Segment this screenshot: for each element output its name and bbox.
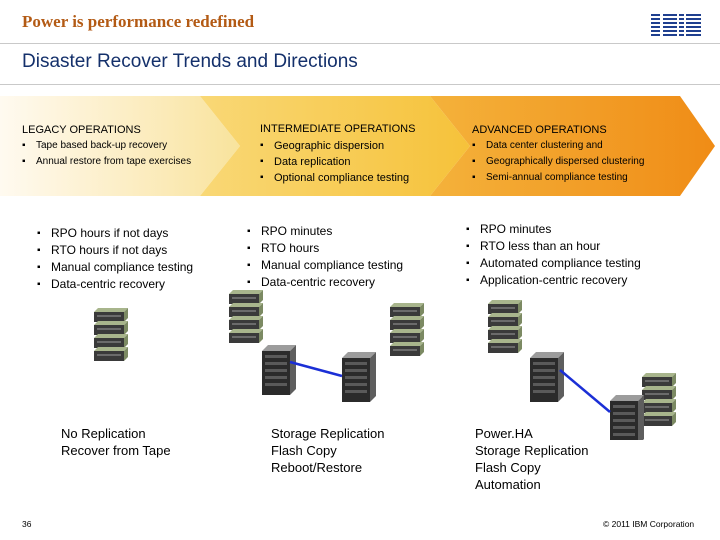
list-item: Data-centric recovery <box>247 274 403 291</box>
list-item: Optional compliance testing <box>260 170 409 186</box>
list-item: Application-centric recovery <box>466 272 641 289</box>
list-item: Annual restore from tape exercises <box>22 154 191 170</box>
tagline: Power is performance redefined <box>22 12 255 31</box>
list-item: RPO minutes <box>247 223 403 240</box>
list-item: Tape based back-up recovery <box>22 138 191 154</box>
list-item: Geographic dispersion <box>260 138 409 154</box>
advanced-items: Data center clustering and Geographicall… <box>472 138 644 186</box>
legacy-heading: LEGACY OPERATIONS <box>22 124 141 136</box>
list-item: Data center clustering and <box>472 138 644 154</box>
server-rack <box>262 345 296 395</box>
intermediate-heading: INTERMEDIATE OPERATIONS <box>260 123 416 135</box>
legacy-caption: No Replication Recover from Tape <box>61 426 171 458</box>
header-rule <box>0 43 720 44</box>
intermediate-metrics: RPO minutes RTO hours Manual compliance … <box>247 223 403 291</box>
list-item: Data-centric recovery <box>37 276 193 293</box>
legacy-items: Tape based back-up recovery Annual resto… <box>22 138 191 170</box>
list-item: Data replication <box>260 154 409 170</box>
server-rack <box>342 352 376 402</box>
list-item: Geographically dispersed clustering <box>472 154 644 170</box>
server-stack <box>642 373 676 426</box>
server-stack <box>94 308 128 361</box>
list-item: Semi-annual compliance testing <box>472 170 644 186</box>
list-item: Automated compliance testing <box>466 255 641 272</box>
server-rack <box>610 395 644 440</box>
slide-title: Disaster Recover Trends and Directions <box>22 51 358 72</box>
intermediate-items: Geographic dispersion Data replication O… <box>260 138 409 186</box>
list-item: RPO minutes <box>466 221 641 238</box>
copyright: © 2011 IBM Corporation <box>603 519 695 529</box>
list-item: RPO hours if not days <box>37 225 193 242</box>
server-rack <box>530 352 564 402</box>
list-item: RTO hours <box>247 240 403 257</box>
ibm-logo <box>651 13 701 37</box>
advanced-metrics: RPO minutes RTO less than an hour Automa… <box>466 221 641 289</box>
legacy-metrics: RPO hours if not days RTO hours if not d… <box>37 225 193 293</box>
list-item: RTO hours if not days <box>37 242 193 259</box>
server-stack <box>488 300 522 353</box>
replication-link <box>289 360 343 378</box>
intermediate-caption: Storage Replication Flash Copy Reboot/Re… <box>271 426 385 475</box>
page-number: 36 <box>22 519 32 529</box>
server-stack <box>390 303 424 356</box>
replication-link <box>559 369 611 413</box>
list-item: Manual compliance testing <box>37 259 193 276</box>
list-item: Manual compliance testing <box>247 257 403 274</box>
advanced-caption: Power.HA Storage Replication Flash Copy … <box>475 426 589 492</box>
server-diagram <box>0 290 720 440</box>
title-rule <box>0 84 720 85</box>
advanced-heading: ADVANCED OPERATIONS <box>472 124 607 136</box>
server-stack <box>229 290 263 343</box>
list-item: RTO less than an hour <box>466 238 641 255</box>
